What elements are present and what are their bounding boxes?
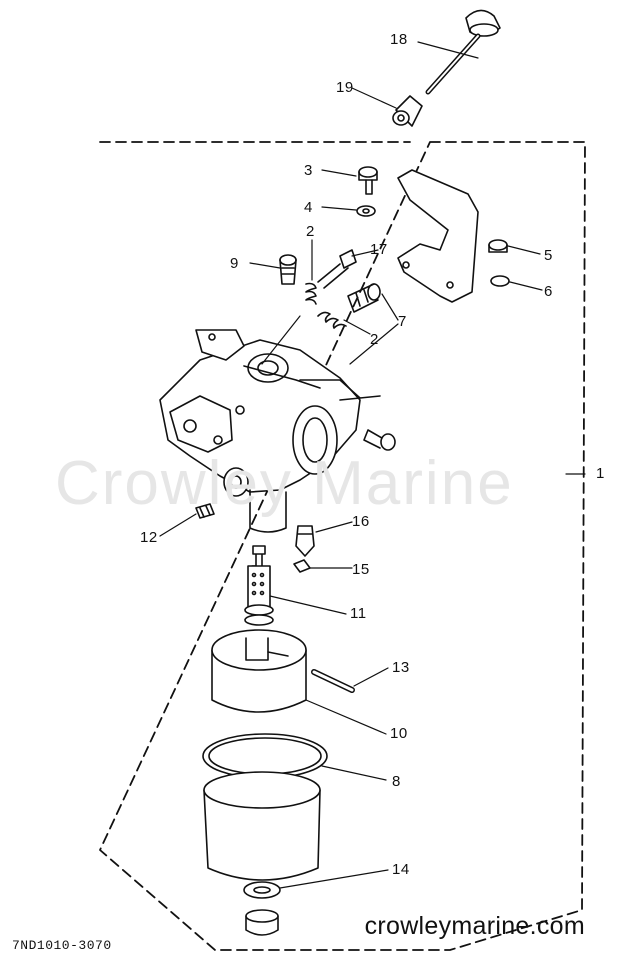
callout-3: 3 bbox=[304, 162, 313, 179]
drain-plug bbox=[245, 909, 279, 936]
part-16-needle bbox=[295, 525, 315, 557]
callout-18: 18 bbox=[390, 31, 408, 48]
part-7-screw bbox=[347, 283, 381, 313]
diagram-code: 7ND1010-3070 bbox=[12, 938, 112, 953]
callout-2-upper: 2 bbox=[306, 223, 315, 240]
part-11-nozzle bbox=[244, 545, 274, 626]
part-2-spring-a bbox=[305, 282, 317, 305]
callout-9: 9 bbox=[230, 255, 239, 272]
callout-19: 19 bbox=[336, 79, 354, 96]
callout-14: 14 bbox=[392, 861, 410, 878]
side-screw bbox=[363, 429, 396, 451]
part-15-clip bbox=[293, 559, 311, 573]
part-12-plug bbox=[195, 503, 215, 519]
callout-11: 11 bbox=[350, 605, 367, 622]
callout-16: 16 bbox=[352, 513, 370, 530]
callout-2-lower: 2 bbox=[370, 331, 379, 348]
part-6-washer bbox=[490, 275, 510, 287]
callout-17: 17 bbox=[370, 241, 388, 258]
part-5-screw bbox=[488, 239, 508, 253]
float-bowl bbox=[203, 771, 321, 881]
callout-1: 1 bbox=[596, 465, 605, 482]
part-4-washer bbox=[356, 205, 376, 217]
part-19-grommet bbox=[392, 95, 423, 127]
leader-lines bbox=[159, 41, 586, 889]
part-9-screw bbox=[279, 254, 297, 285]
callout-5: 5 bbox=[544, 247, 553, 264]
website-label: crowleymarine.com bbox=[364, 912, 585, 940]
choke-link-plate bbox=[397, 169, 479, 303]
watermark: Crowley Marine bbox=[55, 449, 514, 518]
carburetor-body bbox=[159, 329, 381, 533]
callout-13: 13 bbox=[392, 659, 410, 676]
callout-6: 6 bbox=[544, 283, 553, 300]
part-13-pin bbox=[311, 669, 355, 693]
callout-12: 12 bbox=[140, 529, 158, 546]
callout-8: 8 bbox=[392, 773, 401, 790]
callout-4: 4 bbox=[304, 199, 313, 216]
part-17-screw bbox=[317, 249, 357, 289]
part-10-float bbox=[211, 629, 307, 713]
callout-10: 10 bbox=[390, 725, 408, 742]
assembly-boundary bbox=[99, 141, 586, 951]
part-14-washer bbox=[243, 881, 281, 899]
part-3-screw bbox=[358, 166, 378, 195]
part-2-spring-b bbox=[317, 311, 347, 329]
callout-15: 15 bbox=[352, 561, 370, 578]
callout-7: 7 bbox=[398, 313, 407, 330]
part-18-choke-knob bbox=[425, 9, 501, 95]
